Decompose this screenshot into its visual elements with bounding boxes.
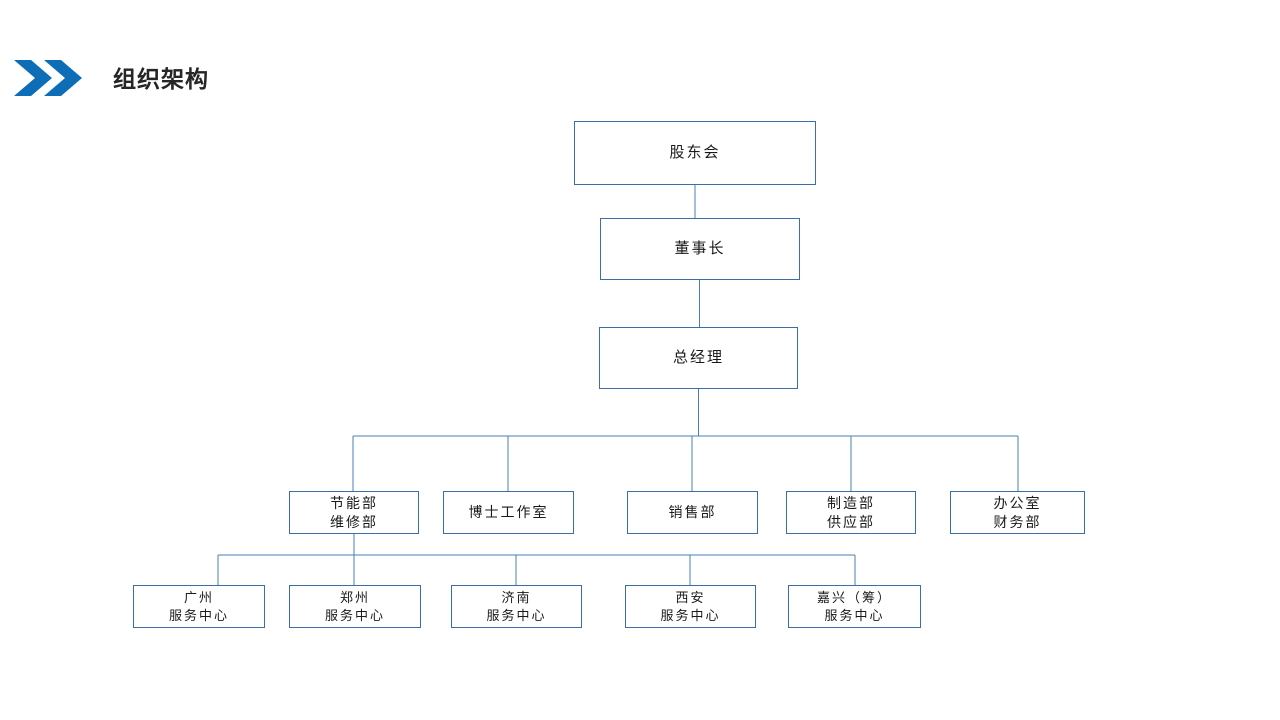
node-label-line-1: 广州 bbox=[183, 589, 214, 605]
node-label-line-1: 办公室 bbox=[993, 494, 1042, 511]
node-label: 销售部 bbox=[668, 504, 717, 520]
node-label-line-2: 服务中心 bbox=[168, 607, 229, 623]
double-chevron-right-icon bbox=[14, 58, 86, 98]
node-xian-service-center[interactable]: 西安 服务中心 bbox=[625, 585, 756, 628]
node-label-line-1: 西安 bbox=[675, 589, 706, 605]
node-chairman[interactable]: 董事长 bbox=[600, 218, 800, 280]
node-office-finance[interactable]: 办公室 财务部 bbox=[950, 491, 1085, 534]
node-label: 董事长 bbox=[674, 240, 726, 257]
node-general-manager[interactable]: 总经理 bbox=[599, 327, 798, 389]
node-label-line-1: 郑州 bbox=[339, 589, 370, 605]
node-label-line-1: 济南 bbox=[501, 589, 532, 605]
node-jinan-service-center[interactable]: 济南 服务中心 bbox=[451, 585, 582, 628]
node-label-line-1: 嘉兴（筹） bbox=[816, 589, 892, 605]
page-title: 组织架构 bbox=[113, 66, 209, 92]
node-zhengzhou-service-center[interactable]: 郑州 服务中心 bbox=[289, 585, 421, 628]
node-energy-maintenance[interactable]: 节能部 维修部 bbox=[289, 491, 419, 534]
node-doctoral-studio[interactable]: 博士工作室 bbox=[443, 491, 574, 534]
node-label-line-2: 服务中心 bbox=[660, 607, 721, 623]
node-jiaxing-service-center[interactable]: 嘉兴（筹） 服务中心 bbox=[788, 585, 921, 628]
node-label-line-2: 维修部 bbox=[330, 513, 378, 530]
node-label: 股东会 bbox=[669, 144, 721, 161]
node-label: 总经理 bbox=[672, 349, 724, 366]
node-label-line-1: 节能部 bbox=[330, 494, 378, 511]
node-label-line-2: 服务中心 bbox=[324, 607, 385, 623]
node-shareholders[interactable]: 股东会 bbox=[574, 121, 816, 185]
node-label-line-2: 服务中心 bbox=[824, 607, 885, 623]
node-sales[interactable]: 销售部 bbox=[627, 491, 758, 534]
node-label: 博士工作室 bbox=[468, 504, 549, 520]
node-label-line-2: 服务中心 bbox=[486, 607, 547, 623]
page-header: 组织架构 bbox=[0, 0, 1280, 120]
node-label-line-1: 制造部 bbox=[827, 494, 875, 511]
node-label-line-2: 财务部 bbox=[993, 513, 1042, 530]
node-label-line-2: 供应部 bbox=[827, 513, 875, 530]
node-guangzhou-service-center[interactable]: 广州 服务中心 bbox=[133, 585, 265, 628]
node-manufacturing-supply[interactable]: 制造部 供应部 bbox=[786, 491, 916, 534]
